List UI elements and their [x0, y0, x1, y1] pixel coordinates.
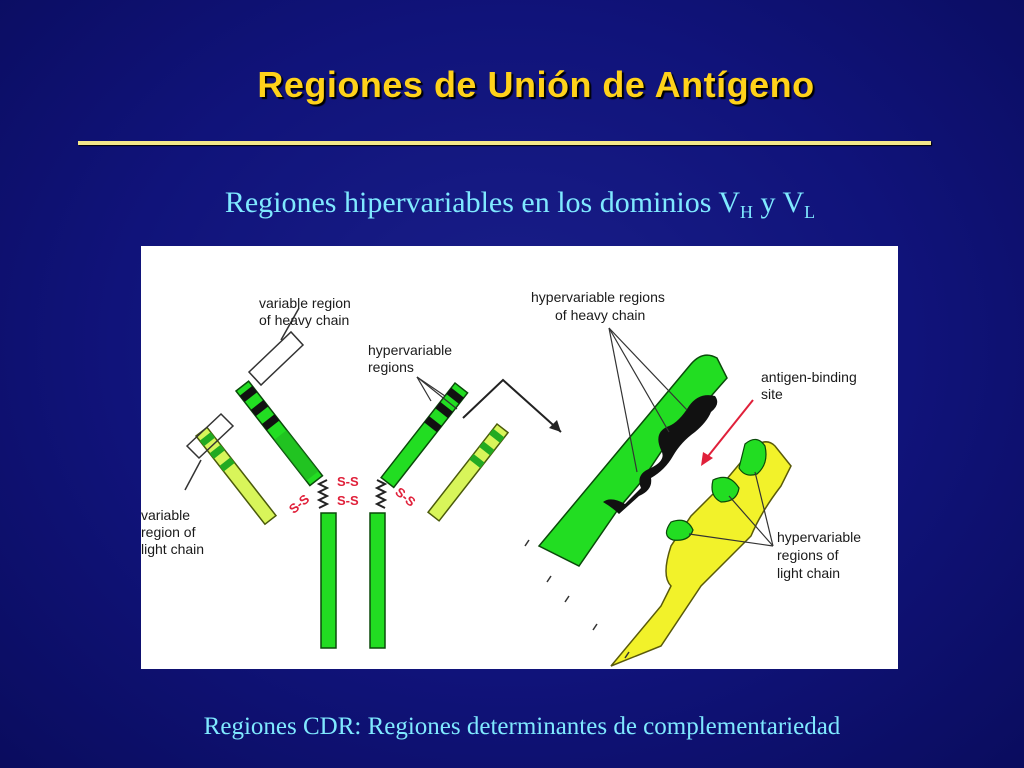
- label-hv-light-2: regions of: [777, 547, 839, 563]
- slide-subtitle: Regiones hipervariables en los dominios …: [0, 186, 1024, 223]
- subtitle-middle: y V: [753, 186, 805, 219]
- disulfide-top: S-S: [337, 474, 359, 489]
- subtitle-sub-h: H: [740, 202, 754, 222]
- label-variable-heavy-1: variable region: [259, 295, 351, 311]
- antibody-svg: S-S S-S S-S S-S variable region of heavy…: [141, 289, 861, 667]
- disulfide-right: S-S: [392, 484, 418, 510]
- label-variable-light-1: variable: [141, 507, 190, 523]
- label-antigen-site-1: antigen-binding: [761, 369, 857, 385]
- slide-footer: Regiones CDR: Regiones determinantes de …: [203, 713, 841, 740]
- disulfide-left: S-S: [286, 491, 312, 517]
- continuation-ticks: [524, 539, 630, 659]
- subtitle-sub-l: L: [804, 202, 816, 222]
- label-hypervariable-1: hypervariable: [368, 342, 452, 358]
- zoom-arrow: [462, 378, 562, 433]
- label-hv-heavy-2: of heavy chain: [555, 307, 645, 323]
- slide-title: Regiones de Unión de Antígeno: [257, 64, 815, 105]
- label-variable-light-3: light chain: [141, 541, 204, 557]
- left-stem: [320, 512, 337, 649]
- left-hinge: [316, 479, 330, 509]
- zoom-light-domain: [610, 441, 792, 667]
- label-antigen-site-2: site: [761, 386, 783, 402]
- label-variable-light-2: region of: [141, 524, 196, 540]
- label-hv-light-1: hypervariable: [777, 529, 861, 545]
- subtitle-prefix: Regiones hipervariables en los dominios …: [224, 186, 741, 219]
- light-cdr-loops: [665, 438, 767, 541]
- bracket-light: [185, 412, 235, 460]
- antigen-arrow: [704, 399, 754, 461]
- right-hinge: [374, 479, 388, 509]
- disulfide-bottom: S-S: [337, 493, 359, 508]
- label-hypervariable-2: regions: [368, 359, 414, 375]
- right-heavy-arm: [380, 381, 469, 489]
- left-light-arm: [194, 426, 278, 526]
- bracket-heavy: [247, 330, 305, 387]
- label-hv-light-3: light chain: [777, 565, 840, 581]
- right-stem: [369, 512, 386, 649]
- right-light-arm: [426, 422, 510, 522]
- left-heavy-arm: [234, 380, 324, 487]
- heavy-cdr-loops: [603, 395, 718, 514]
- antibody-diagram: S-S S-S S-S S-S variable region of heavy…: [141, 246, 898, 669]
- label-variable-heavy-2: of heavy chain: [259, 312, 349, 328]
- label-hv-heavy-1: hypervariable regions: [531, 289, 665, 305]
- title-divider: [78, 141, 931, 145]
